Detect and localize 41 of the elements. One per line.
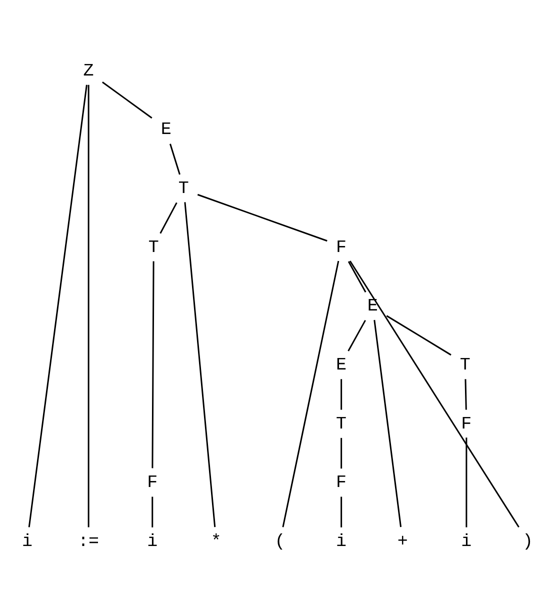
connector (184, 202, 216, 527)
node-text: i (461, 531, 472, 552)
connector (374, 319, 402, 527)
connector (466, 437, 468, 527)
node-text: ( (274, 531, 286, 552)
node-text: E (367, 296, 378, 316)
connector (88, 84, 90, 527)
node-text: i (22, 531, 33, 552)
connector (160, 202, 178, 234)
node-text: T (460, 354, 470, 375)
connector (28, 84, 88, 527)
connector (348, 260, 366, 292)
connector (197, 193, 328, 242)
node-text: E (336, 354, 347, 375)
node-text: F (147, 472, 158, 493)
node-text: E (160, 120, 172, 140)
node-text: i (336, 531, 347, 552)
connector (464, 378, 467, 410)
node-text: T (148, 237, 159, 258)
node-text: * (210, 531, 222, 552)
connector (340, 378, 342, 410)
node-text: i (147, 531, 158, 552)
connector (340, 437, 342, 468)
node-text: := (78, 531, 100, 552)
node-text: F (461, 414, 472, 434)
connector (152, 260, 154, 468)
connector (349, 260, 520, 528)
node-text: ) (522, 531, 534, 552)
connector (340, 496, 342, 527)
node-text: + (397, 531, 408, 552)
connector (152, 496, 154, 527)
connector (169, 143, 180, 174)
connector (102, 80, 152, 118)
node-text: F (336, 472, 347, 493)
connector (348, 319, 366, 351)
node-text: T (336, 414, 347, 434)
node-text: T (178, 178, 189, 199)
node-text: F (336, 237, 347, 258)
connector (386, 314, 452, 356)
connector (282, 260, 340, 527)
node-text: Z (83, 60, 94, 81)
